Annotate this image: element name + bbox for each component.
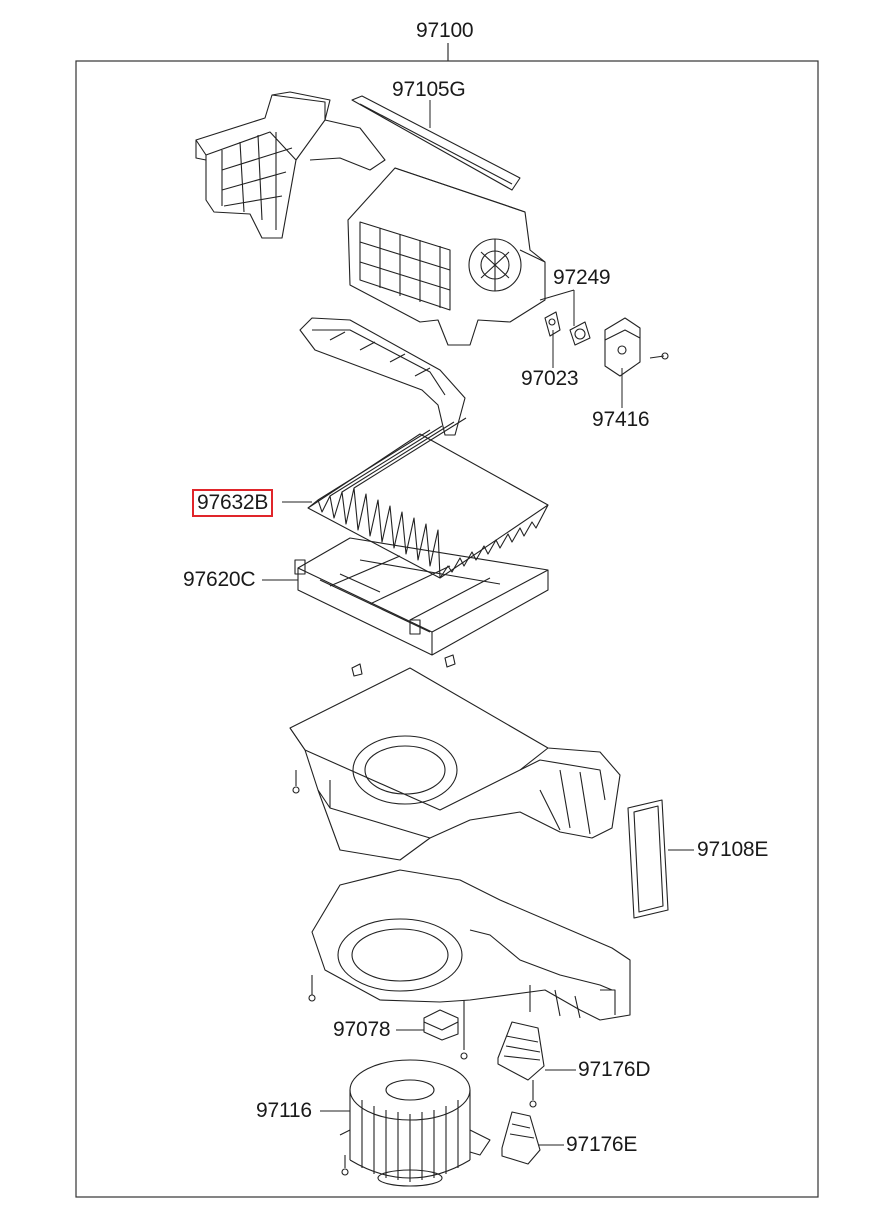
upper-blower-case-part [289,667,621,861]
resistor-part-97176d [497,1021,545,1108]
part-label-97100[interactable]: 97100 [416,19,474,42]
cover-plate-part [351,95,521,191]
part-label-97176d[interactable]: 97176D [578,1058,651,1081]
part-label-97105g[interactable]: 97105G [392,78,466,101]
part-label-97176e[interactable]: 97176E [566,1133,638,1156]
part-label-97632b-highlighted[interactable]: 97632B [192,489,274,517]
clip-left [351,663,363,677]
part-label-97116[interactable]: 97116 [256,1099,312,1122]
part-label-97023[interactable]: 97023 [521,367,579,390]
filter-frame-part [294,537,549,656]
actuator-link-97023 [544,311,561,337]
gasket-part [627,799,669,919]
connector-part-97176e [501,1111,541,1165]
upper-duct-part [195,91,386,239]
actuator-97416 [604,317,669,377]
part-label-97620c[interactable]: 97620C [183,568,256,591]
lower-scroll-case-part [308,869,631,1021]
part-label-97416[interactable]: 97416 [592,408,650,431]
part-label-97078[interactable]: 97078 [333,1018,391,1041]
blower-motor-part [339,1059,491,1187]
sensor-part-97078 [423,1000,468,1060]
part-label-97108e[interactable]: 97108E [697,838,769,861]
intake-case-part [347,167,546,346]
assembly-frame [75,60,819,1198]
leader-lines [262,100,694,1146]
intake-door-frame-part [299,317,466,436]
filter-element-part [307,417,549,579]
part-label-97249[interactable]: 97249 [553,266,611,289]
actuator-gear-97249 [569,321,591,346]
clip-right [444,654,456,668]
